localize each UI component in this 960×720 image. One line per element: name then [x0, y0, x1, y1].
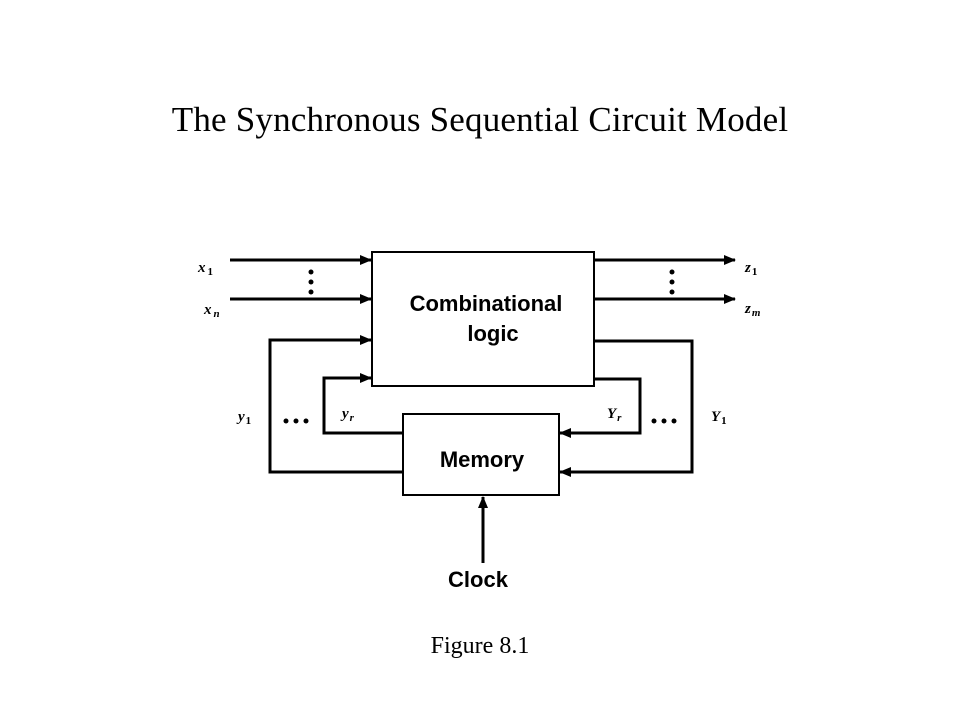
label-yr: yr — [340, 406, 355, 424]
input-ellipsis-dots — [308, 269, 314, 295]
combinational-logic-block — [371, 251, 595, 387]
feedback-ellipsis-right — [651, 418, 677, 424]
label-z1: z1 — [744, 260, 757, 278]
label-y1: y1 — [236, 409, 251, 427]
combinational-label-line1: Combinational — [410, 291, 563, 316]
figure-caption: Figure 8.1 — [430, 633, 530, 659]
output-ellipsis-dots — [669, 269, 675, 295]
excitation-Yr-path — [559, 377, 642, 438]
label-Y1: Y1 — [711, 409, 727, 427]
combinational-label-line2: logic — [467, 321, 518, 346]
excitation-Y1-path — [559, 339, 694, 477]
feedback-ellipsis-left — [283, 418, 309, 424]
clock-label: Clock — [448, 567, 509, 592]
label-zm: zm — [744, 301, 761, 319]
label-Yr: Yr — [607, 406, 622, 424]
feedback-y1-path — [268, 335, 403, 474]
page-title: The Synchronous Sequential Circuit Model — [171, 100, 789, 139]
memory-label: Memory — [440, 447, 525, 472]
memory-block — [402, 413, 560, 496]
feedback-yr-path — [322, 373, 403, 435]
